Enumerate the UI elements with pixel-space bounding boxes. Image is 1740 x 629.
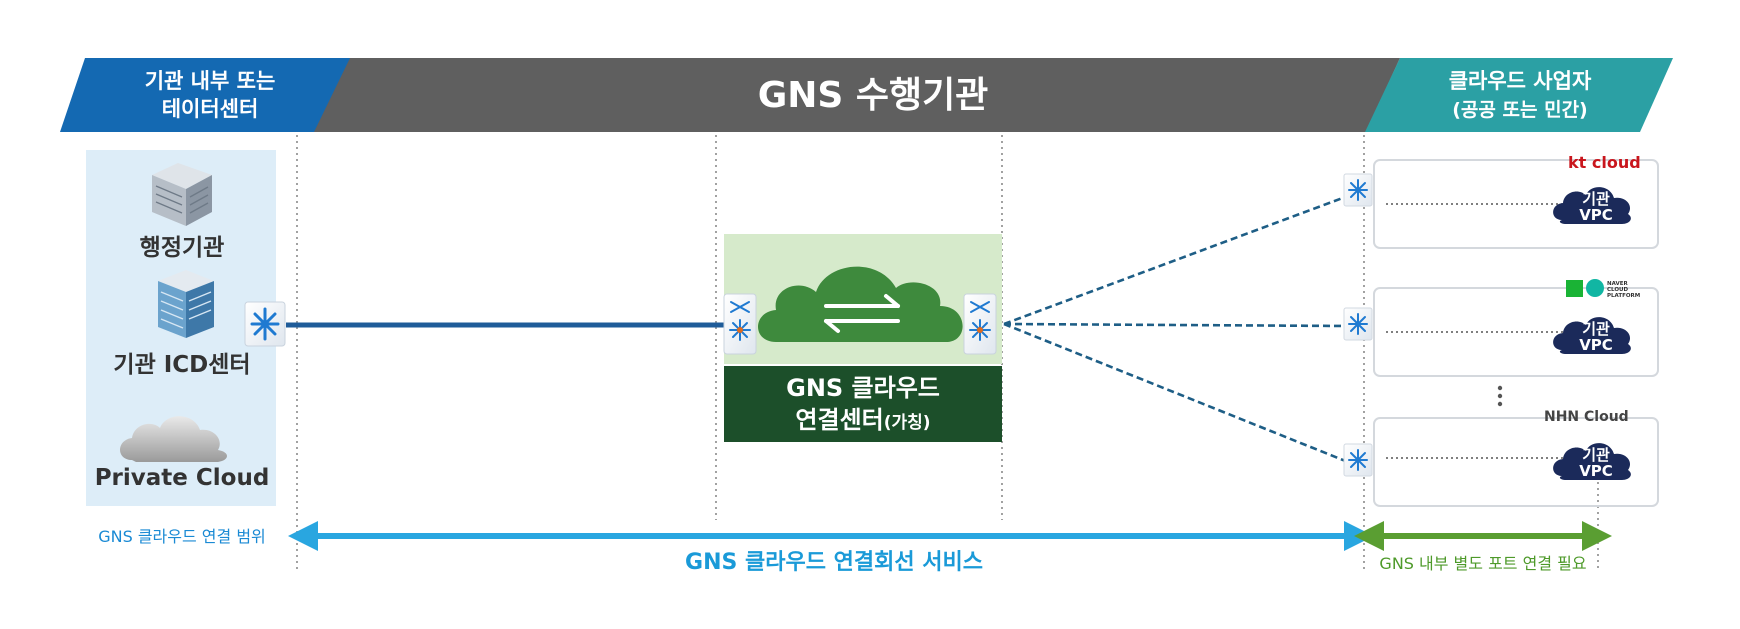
exchange-arrows-icon [824, 294, 900, 333]
header-left: 기관 내부 또는 테이터센터 [60, 58, 351, 132]
naver-logo-text-2: CLOUD [1607, 287, 1628, 293]
center-switch-right-icon [963, 293, 997, 355]
header-left-banner [60, 58, 351, 132]
provider-kt-switch-icon [1343, 173, 1373, 207]
left-panel: 행정기관 기관 ICD센터 Private Cloud [86, 150, 276, 506]
header-left-line2: 테이터센터 [162, 97, 259, 121]
naver-logo: NAVER CLOUD PLATFORM [1566, 279, 1640, 299]
header-right: 클라우드 사업자 (공공 또는 민간) [1365, 58, 1673, 132]
center-label-bg [724, 366, 1002, 442]
internal-port-label: GNS 내부 별도 포트 연결 필요 [1379, 554, 1586, 573]
provider-nhn-switch-icon [1343, 443, 1373, 477]
building-icon [152, 163, 212, 226]
provider-kt: kt cloud 기관 VPC [1343, 153, 1659, 249]
tower-icon [158, 270, 214, 338]
header-right-banner [1365, 58, 1673, 132]
provider-naver-switch-icon [1343, 307, 1373, 341]
admin-agency-label: 행정기관 [140, 235, 225, 261]
header-center-banner [314, 58, 1400, 132]
header-right-line2: (공공 또는 민간) [1452, 99, 1587, 121]
provider-nhn-vpc-line2: VPC [1579, 462, 1613, 480]
provider-nhn-box [1373, 417, 1659, 507]
link-to-provider-2 [1003, 322, 1349, 328]
center-label-line1: GNS 클라우드 [786, 374, 940, 402]
provider-nhn-vpc-line1: 기관 [1582, 446, 1610, 464]
nhn-cloud-logo: NHN Cloud [1544, 409, 1629, 425]
link-to-provider-1 [1003, 194, 1349, 326]
naver-logo-text-3: PLATFORM [1607, 293, 1640, 299]
provider-nhn: NHN Cloud 기관 VPC [1343, 409, 1659, 507]
link-to-provider-3 [1003, 322, 1349, 464]
provider-links [1003, 194, 1349, 464]
provider-kt-vpc-line2: VPC [1579, 206, 1613, 224]
center-label-main: 연결센터 [795, 406, 883, 434]
header-center: GNS 수행기관 [314, 58, 1400, 132]
icd-center-label: 기관 ICD센터 [113, 352, 250, 378]
switch-icon [243, 300, 287, 348]
center-label-line2: 연결센터(가칭) [795, 406, 930, 434]
more-providers-ellipsis [1497, 385, 1503, 407]
naver-logo-circle [1586, 279, 1604, 297]
provider-kt-vpc-line1: 기관 [1582, 190, 1610, 208]
provider-kt-box [1373, 159, 1659, 249]
center-connection-center: GNS 클라우드 연결센터(가칭) [723, 234, 1002, 442]
scope-label: GNS 클라우드 연결 범위 [98, 527, 266, 546]
kt-cloud-logo: kt cloud [1568, 153, 1641, 172]
center-label-sub: (가칭) [884, 413, 931, 433]
private-cloud-label: Private Cloud [95, 465, 270, 491]
service-label: GNS 클라우드 연결회선 서비스 [685, 550, 983, 575]
cloud-icon [120, 416, 227, 462]
provider-naver-vpc-line2: VPC [1579, 336, 1613, 354]
provider-naver-box [1373, 287, 1659, 377]
header-right-line1: 클라우드 사업자 [1449, 69, 1592, 93]
header-center-title: GNS 수행기관 [758, 75, 989, 116]
header-left-line1: 기관 내부 또는 [145, 69, 276, 93]
provider-naver-vpc-line1: 기관 [1582, 320, 1610, 338]
center-switch-left-icon [723, 293, 757, 355]
naver-logo-text-1: NAVER [1607, 281, 1629, 287]
provider-naver: NAVER CLOUD PLATFORM 기관 VPC [1343, 279, 1659, 377]
